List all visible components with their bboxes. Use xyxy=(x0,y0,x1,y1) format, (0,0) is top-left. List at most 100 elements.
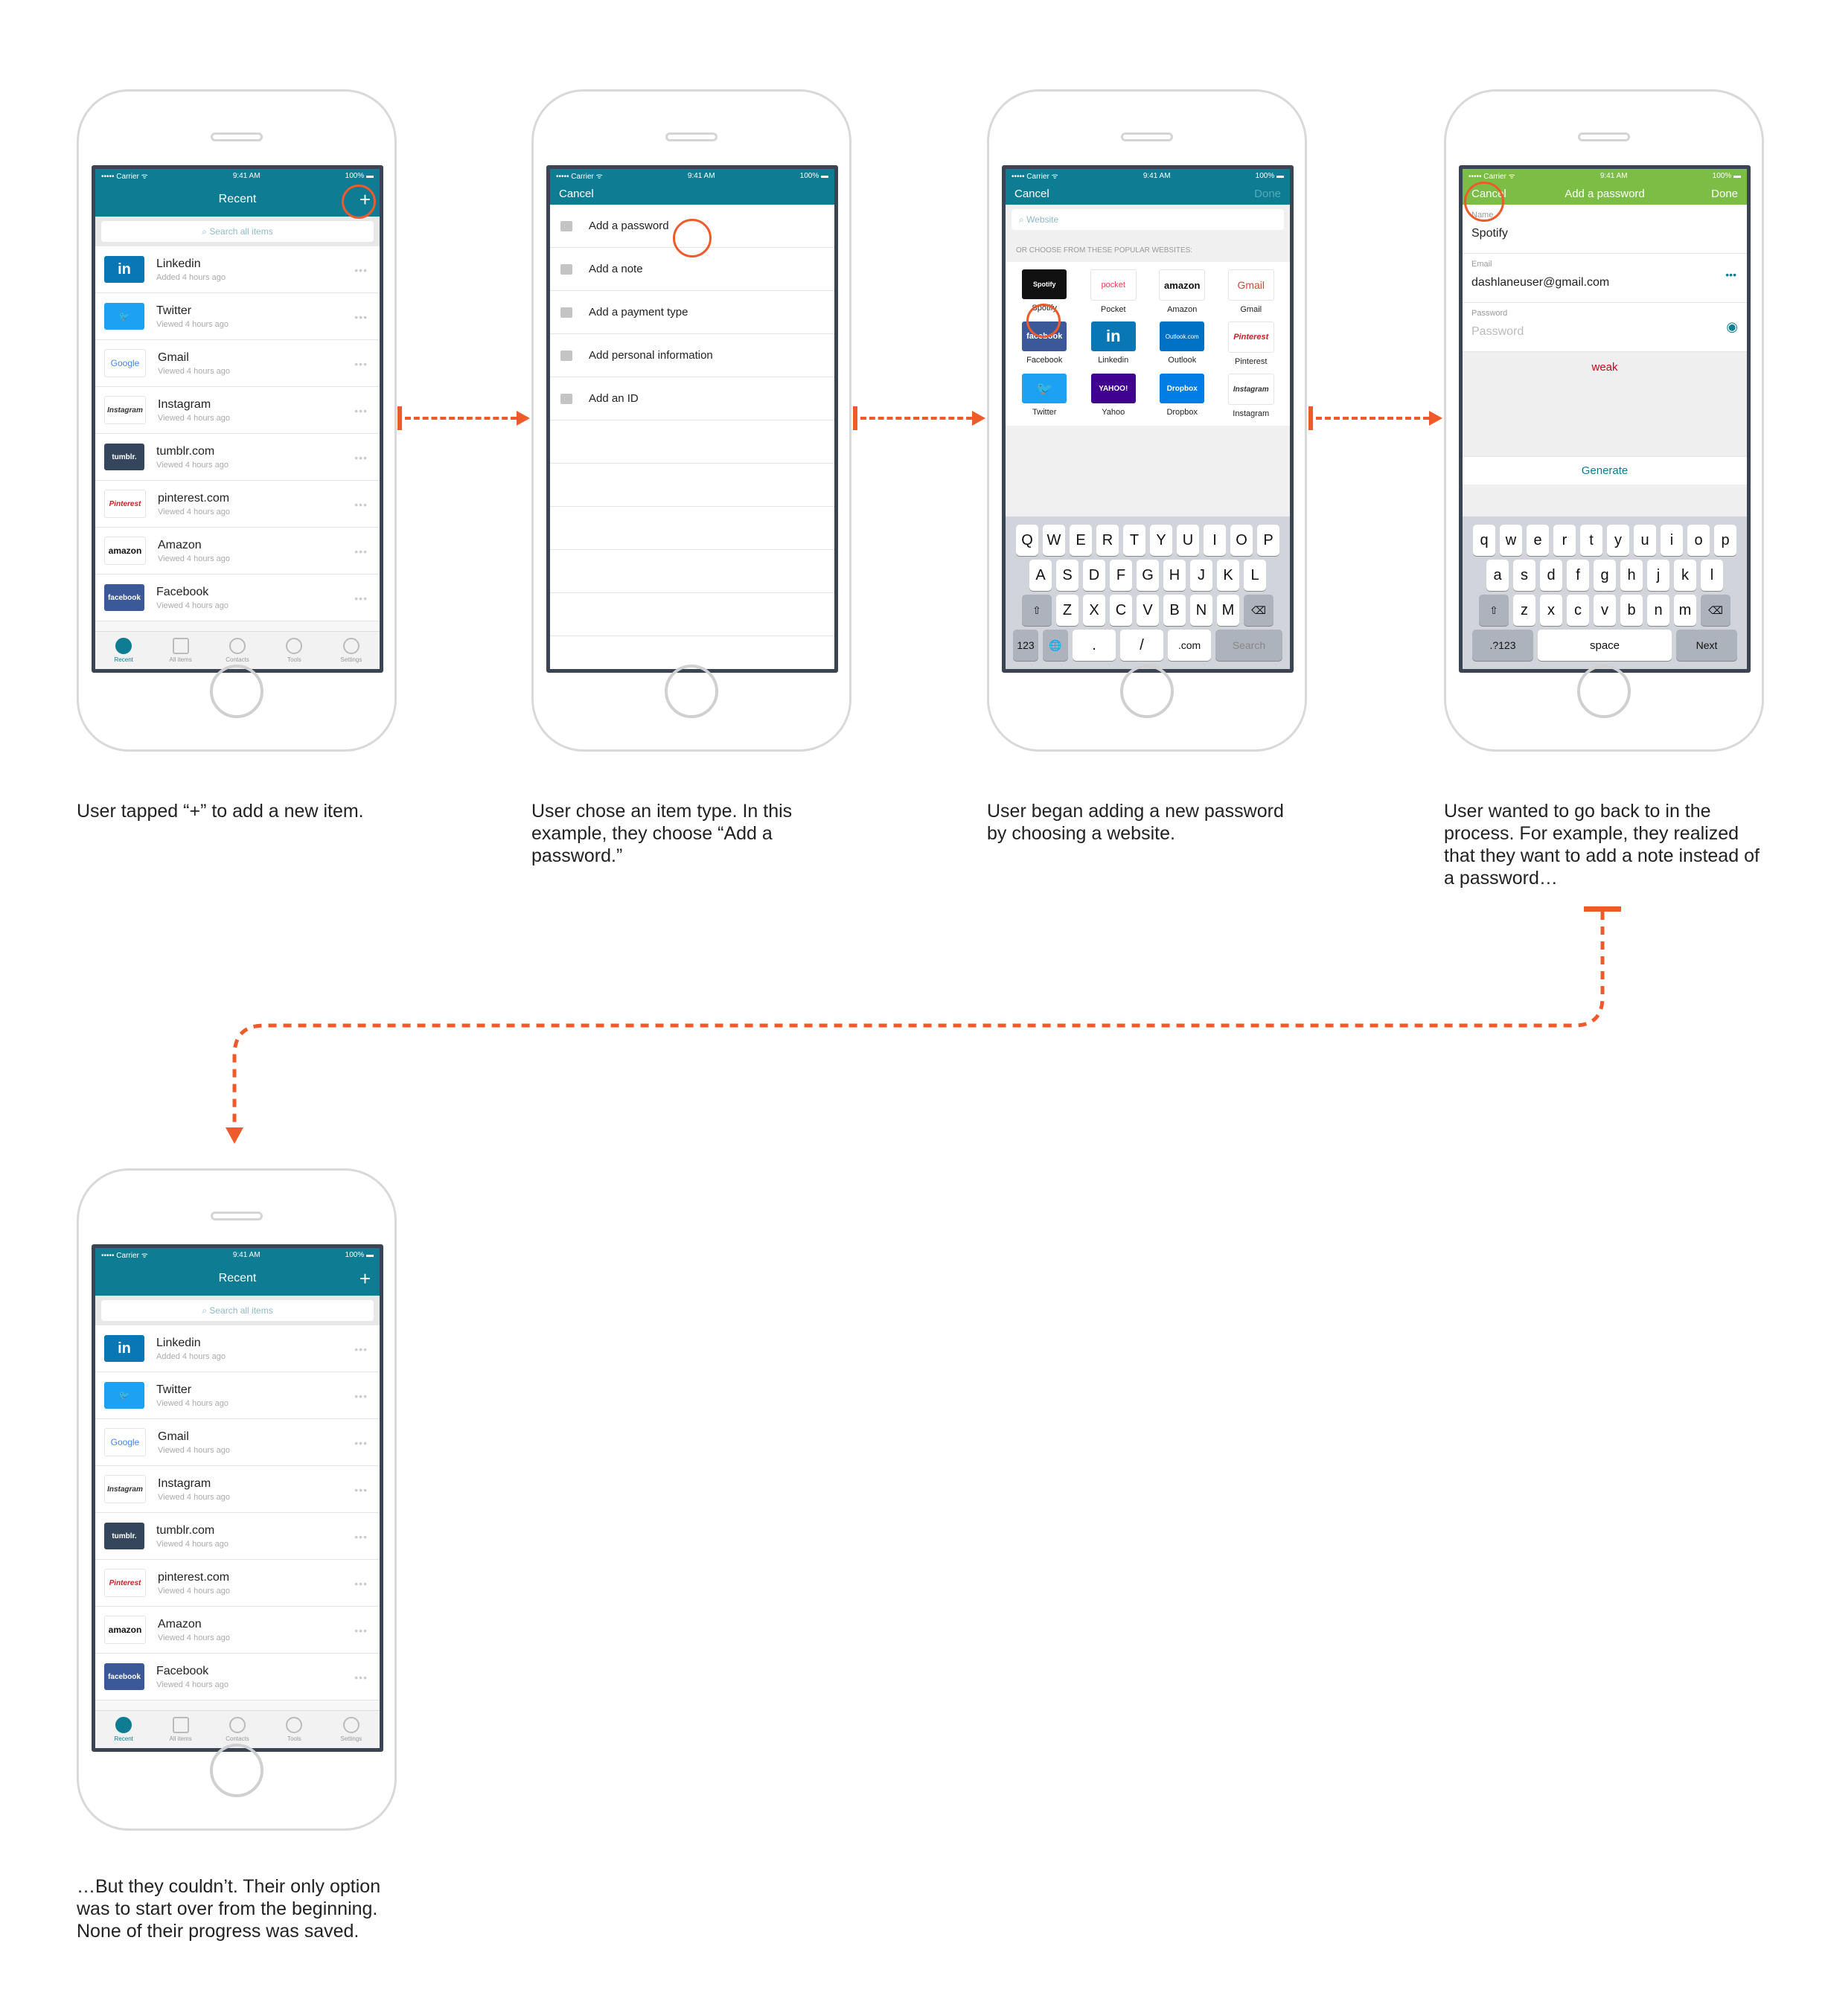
more-icon[interactable]: ••• xyxy=(354,1437,368,1449)
key-g[interactable]: G xyxy=(1137,560,1159,591)
key-j[interactable]: j xyxy=(1647,560,1669,591)
key-d[interactable]: d xyxy=(1540,560,1562,591)
key-z[interactable]: z xyxy=(1513,595,1535,626)
tab-settings[interactable]: Settings xyxy=(323,1711,380,1748)
key-o[interactable]: O xyxy=(1230,525,1253,556)
search-input[interactable]: ⌕ Search all items xyxy=(101,221,374,242)
more-icon[interactable]: ••• xyxy=(354,499,368,511)
key-y[interactable]: Y xyxy=(1150,525,1172,556)
cancel-button[interactable]: Cancel xyxy=(559,187,594,200)
numbers-key[interactable]: .?123 xyxy=(1472,630,1533,661)
space-key[interactable]: space xyxy=(1538,630,1672,661)
key-x[interactable]: X xyxy=(1083,595,1105,626)
dot-key[interactable]: . xyxy=(1073,630,1116,661)
tab-tools[interactable]: Tools xyxy=(266,1711,322,1748)
shift-key[interactable]: ⇧ xyxy=(1479,595,1509,626)
globe-icon[interactable]: 🌐 xyxy=(1043,630,1068,661)
key-e[interactable]: E xyxy=(1070,525,1092,556)
key-v[interactable]: v xyxy=(1594,595,1616,626)
key-j[interactable]: J xyxy=(1190,560,1212,591)
menu-add-personal-info[interactable]: Add personal information xyxy=(550,334,834,377)
slash-key[interactable]: / xyxy=(1120,630,1163,661)
key-h[interactable]: H xyxy=(1163,560,1186,591)
menu-add-id[interactable]: Add an ID xyxy=(550,377,834,420)
more-icon[interactable]: ••• xyxy=(354,358,368,370)
key-m[interactable]: M xyxy=(1217,595,1239,626)
menu-add-payment[interactable]: Add a payment type xyxy=(550,291,834,334)
search-input[interactable]: ⌕ Search all items xyxy=(101,1300,374,1321)
key-d[interactable]: D xyxy=(1083,560,1105,591)
key-g[interactable]: g xyxy=(1594,560,1616,591)
done-button[interactable]: Done xyxy=(1711,187,1738,200)
tab-contacts[interactable]: Contacts xyxy=(209,632,266,669)
more-icon[interactable]: ••• xyxy=(354,405,368,417)
key-b[interactable]: B xyxy=(1163,595,1186,626)
home-button[interactable] xyxy=(210,665,263,718)
more-icon[interactable]: ••• xyxy=(354,1484,368,1496)
numbers-key[interactable]: 123 xyxy=(1013,630,1038,661)
next-key[interactable]: Next xyxy=(1676,630,1737,661)
key-k[interactable]: k xyxy=(1674,560,1696,591)
tab-contacts[interactable]: Contacts xyxy=(209,1711,266,1748)
key-t[interactable]: T xyxy=(1123,525,1145,556)
key-p[interactable]: p xyxy=(1714,525,1736,556)
home-button[interactable] xyxy=(210,1744,263,1797)
more-icon[interactable]: ••• xyxy=(354,1625,368,1636)
delete-key[interactable]: ⌫ xyxy=(1244,595,1273,626)
key-a[interactable]: A xyxy=(1029,560,1052,591)
key-v[interactable]: V xyxy=(1137,595,1159,626)
done-button[interactable]: Done xyxy=(1254,187,1281,200)
key-f[interactable]: f xyxy=(1567,560,1589,591)
more-icon[interactable]: ••• xyxy=(354,264,368,276)
key-t[interactable]: t xyxy=(1580,525,1602,556)
key-c[interactable]: c xyxy=(1567,595,1589,626)
key-n[interactable]: n xyxy=(1647,595,1669,626)
key-f[interactable]: F xyxy=(1110,560,1132,591)
more-icon[interactable]: ••• xyxy=(354,1578,368,1590)
key-u[interactable]: U xyxy=(1177,525,1199,556)
eye-icon[interactable]: ◉ xyxy=(1726,319,1738,334)
website-input[interactable]: ⌕ Website xyxy=(1012,209,1284,230)
dotcom-key[interactable]: .com xyxy=(1168,630,1211,661)
key-w[interactable]: W xyxy=(1043,525,1065,556)
tab-recent[interactable]: Recent xyxy=(95,632,152,669)
more-icon[interactable]: ••• xyxy=(354,1671,368,1683)
home-button[interactable] xyxy=(665,665,718,718)
more-icon[interactable]: ••• xyxy=(1725,269,1736,281)
key-m[interactable]: m xyxy=(1674,595,1696,626)
shift-key[interactable]: ⇧ xyxy=(1022,595,1052,626)
key-u[interactable]: u xyxy=(1634,525,1656,556)
key-b[interactable]: b xyxy=(1620,595,1643,626)
key-q[interactable]: Q xyxy=(1016,525,1038,556)
key-s[interactable]: s xyxy=(1513,560,1535,591)
tab-settings[interactable]: Settings xyxy=(323,632,380,669)
more-icon[interactable]: ••• xyxy=(354,1531,368,1543)
key-w[interactable]: w xyxy=(1500,525,1522,556)
key-l[interactable]: l xyxy=(1701,560,1723,591)
key-i[interactable]: i xyxy=(1661,525,1683,556)
more-icon[interactable]: ••• xyxy=(354,452,368,464)
tab-recent[interactable]: Recent xyxy=(95,1711,152,1748)
home-button[interactable] xyxy=(1577,665,1631,718)
